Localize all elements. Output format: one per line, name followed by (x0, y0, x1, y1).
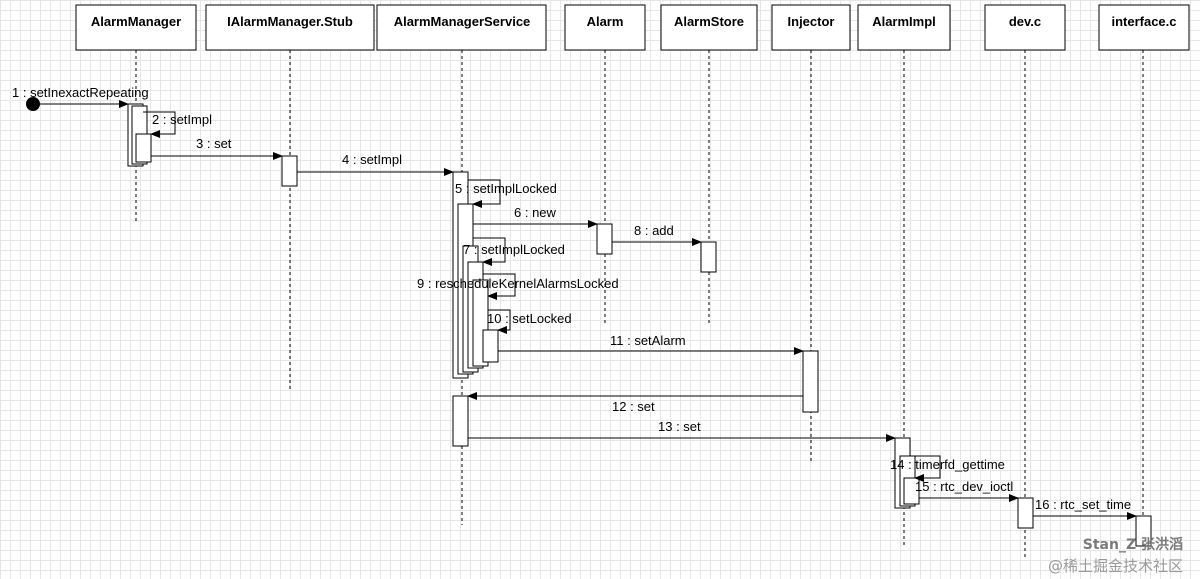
message-label-10: 10 : setLocked (487, 311, 572, 326)
message-label-3: 3 : set (196, 136, 232, 151)
participant-label-interfacec: interface.c (1111, 14, 1176, 29)
activation-alarm (596, 223, 613, 255)
message-arrow-2 (143, 111, 176, 138)
participant-box-alarmmanager (75, 4, 197, 51)
participant-alarmimpl: AlarmImpl (857, 4, 951, 51)
participant-box-devc (984, 4, 1066, 51)
message-arrow-7 (473, 237, 506, 266)
participant-alarm: Alarm (564, 4, 646, 51)
participant-label-alarmstore: AlarmStore (674, 14, 744, 29)
participant-box-interfacec (1098, 4, 1190, 51)
participant-label-devc: dev.c (1009, 14, 1041, 29)
message-label-9: 9 : rescheduleKernelAlarmsLocked (417, 276, 619, 291)
message-label-8: 8 : add (634, 223, 674, 238)
participants: AlarmManager IAlarmManager.Stub AlarmMan… (75, 4, 1190, 51)
message-label-4: 4 : setImpl (342, 152, 402, 167)
activation-alarmstore (700, 241, 717, 273)
participant-label-injector: Injector (788, 14, 835, 29)
participant-box-injector (771, 4, 851, 51)
message-label-14: 14 : timerfd_gettime (890, 457, 1005, 472)
activation-service-7 (452, 395, 469, 447)
activation-alarmimpl-3 (903, 477, 920, 505)
participant-box-ialarmmanager-stub (205, 4, 375, 51)
participant-alarmmanagerservice: AlarmManagerService (376, 4, 547, 51)
message-label-13: 13 : set (658, 419, 701, 434)
watermark: Stan_Z 张洪滔 @稀土掘金技术社区 (1048, 536, 1183, 575)
activation-stub (281, 155, 298, 187)
participant-alarmstore: AlarmStore (660, 4, 758, 51)
participant-interfacec: interface.c (1098, 4, 1190, 51)
message-arrow-10 (488, 309, 511, 334)
participant-box-alarm (564, 4, 646, 51)
message-arrow-9 (483, 273, 516, 300)
participant-ialarmmanager-stub: IAlarmManager.Stub (205, 4, 375, 51)
message-label-11: 11 : setAlarm (610, 333, 686, 348)
participant-label-alarmimpl: AlarmImpl (872, 14, 936, 29)
message-label-15: 15 : rtc_dev_ioctl (915, 479, 1013, 494)
message-label-16: 16 : rtc_set_time (1035, 497, 1131, 512)
watermark-site: @稀土掘金技术社区 (1048, 557, 1183, 575)
activation-interfacec (1135, 515, 1152, 547)
activations (127, 103, 1152, 547)
participant-box-alarmstore (660, 4, 758, 51)
message-arrow-5 (468, 179, 501, 208)
lifelines (135, 50, 1144, 560)
activation-service-6 (482, 329, 499, 363)
message-label-1: 1 : setInexactRepeating (12, 85, 149, 100)
watermark-author: Stan_Z 张洪滔 (1083, 536, 1183, 553)
message-label-12: 12 : set (612, 399, 655, 414)
participant-label-ialarmmanager-stub: IAlarmManager.Stub (227, 14, 353, 29)
participant-label-alarmmanagerservice: AlarmManagerService (394, 14, 531, 29)
message-arrow-14 (910, 455, 941, 482)
message-label-7: 7 : setImplLocked (463, 242, 565, 257)
participant-devc: dev.c (984, 4, 1066, 51)
participant-label-alarm: Alarm (587, 14, 624, 29)
messages: 1 : setInexactRepeating 2 : setImpl 3 : … (12, 85, 1137, 520)
participant-label-alarmmanager: AlarmManager (91, 14, 181, 29)
activation-devc (1017, 497, 1034, 529)
message-label-5: 5 : setImplLocked (455, 181, 557, 196)
participant-alarmmanager: AlarmManager (75, 4, 197, 51)
participant-box-alarmimpl (857, 4, 951, 51)
message-label-6: 6 : new (514, 205, 557, 220)
message-label-2: 2 : setImpl (152, 112, 212, 127)
activation-alarmmanager-3 (135, 133, 152, 163)
participant-box-alarmmanagerservice (376, 4, 547, 51)
activation-injector (802, 350, 819, 413)
participant-injector: Injector (771, 4, 851, 51)
